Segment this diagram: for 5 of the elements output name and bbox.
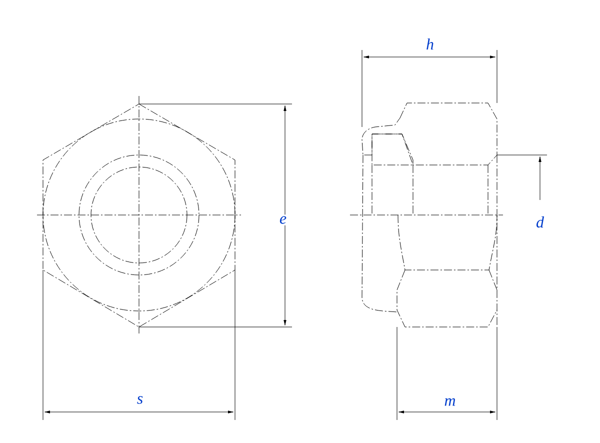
dimension-label: e	[278, 214, 288, 226]
dimension-label: s	[135, 394, 145, 406]
dimension-label: h	[424, 36, 436, 52]
dimension-label: m	[442, 396, 458, 408]
dimension-label: d	[534, 214, 546, 230]
